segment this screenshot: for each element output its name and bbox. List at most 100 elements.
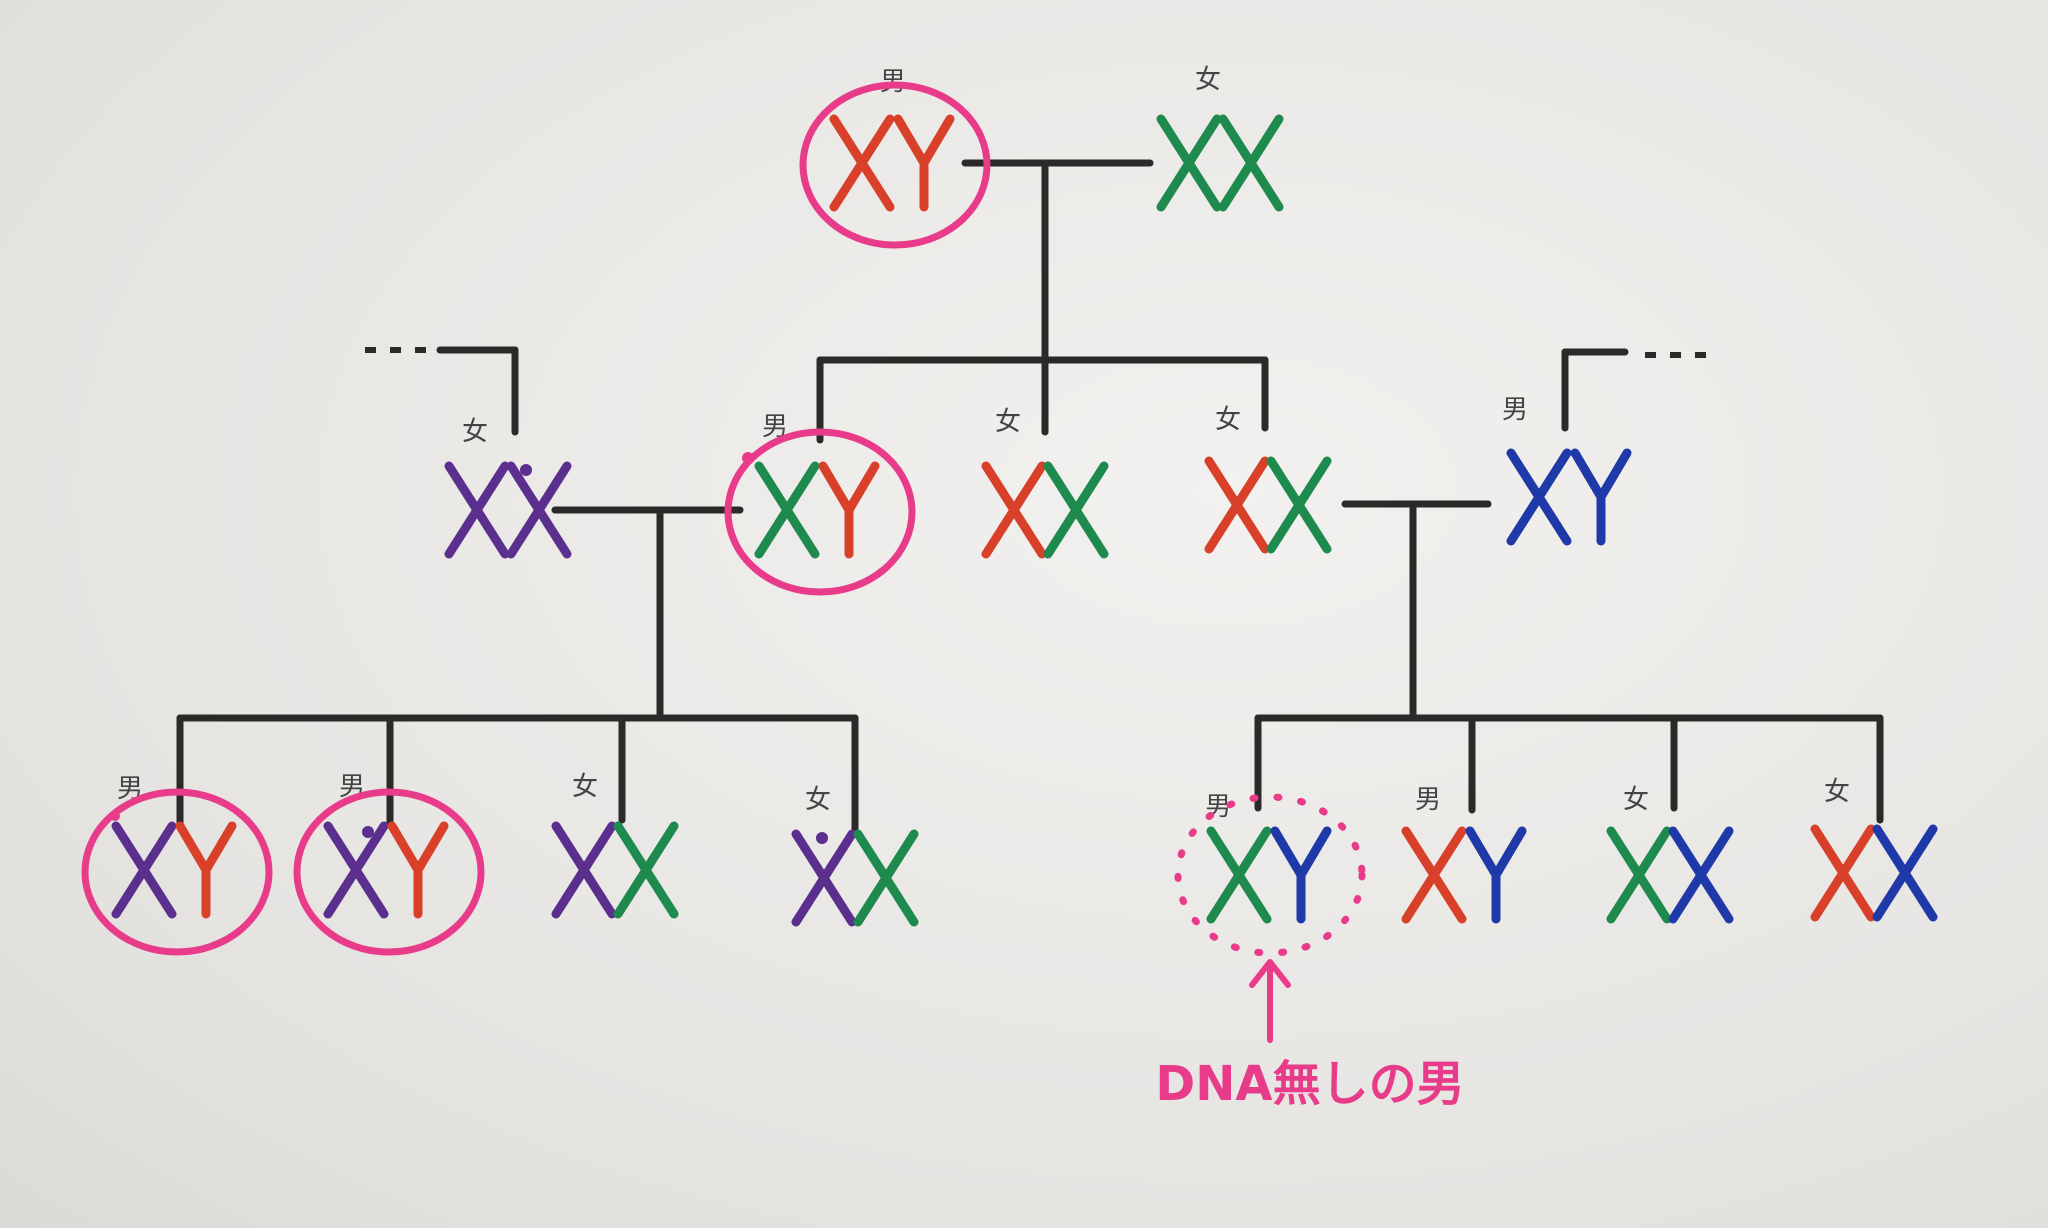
chromosome-x — [1206, 826, 1272, 924]
x-stroke — [791, 829, 857, 927]
chromosome-x — [1401, 826, 1467, 924]
chromosome-x — [754, 461, 820, 559]
x-stroke — [1606, 826, 1672, 924]
chromosome-y — [818, 461, 880, 559]
chromosome-x — [111, 821, 177, 919]
chromosome-x — [1043, 461, 1109, 559]
individual-gen2-spouse-left: 女 — [444, 417, 572, 559]
individual-gen3-right-son-1: 男 — [1174, 792, 1366, 957]
chromosome-x — [551, 821, 617, 919]
chromosome-x — [853, 829, 919, 927]
chromosome-x — [981, 461, 1047, 559]
continuation-dot — [1645, 352, 1656, 358]
x-stroke — [1401, 826, 1467, 924]
sex-label: 男 — [1415, 785, 1441, 815]
y-arms — [175, 821, 237, 875]
chromosome-x — [323, 821, 389, 919]
highlight-circle — [293, 788, 485, 956]
x-stroke — [981, 461, 1047, 559]
highlight-dotted-circle — [1174, 793, 1366, 957]
sex-label: 女 — [995, 407, 1021, 437]
chromosome-x — [1156, 114, 1222, 212]
chromosome-x — [1668, 826, 1734, 924]
y-arms — [1570, 448, 1632, 502]
sex-label: 男 — [1502, 395, 1528, 425]
individual-gen2-son: 男 — [724, 412, 916, 596]
individual-gen2-daughter-1: 女 — [981, 407, 1109, 559]
x-stroke — [1266, 456, 1332, 554]
connector-lines — [176, 159, 1884, 836]
x-stroke — [323, 821, 389, 919]
x-stroke — [444, 461, 510, 559]
x-stroke — [1156, 114, 1222, 212]
chromosome-x — [1266, 456, 1332, 554]
chromosome-y — [175, 821, 237, 919]
chromosome-x — [1204, 456, 1270, 554]
chromosome-dot — [816, 832, 828, 844]
x-stroke — [1506, 448, 1572, 546]
y-arms — [1270, 826, 1332, 880]
individual-gen2-spouse-right: 男 — [1502, 395, 1632, 546]
chromosome-x — [1606, 826, 1672, 924]
individual-gen1-father: 男 — [799, 67, 991, 249]
y-arms — [387, 821, 449, 875]
sex-label: 女 — [462, 417, 488, 447]
y-arms — [1465, 826, 1527, 880]
x-stroke — [1043, 461, 1109, 559]
x-stroke — [1206, 826, 1272, 924]
sex-label: 女 — [572, 772, 598, 802]
chromosome-x — [1218, 114, 1284, 212]
x-stroke — [111, 821, 177, 919]
x-stroke — [613, 821, 679, 919]
chromosome-x — [506, 461, 572, 559]
chromosome-y — [893, 114, 955, 212]
chromosome-y — [1570, 448, 1632, 546]
highlight-circle — [799, 81, 991, 249]
sex-label: 女 — [1215, 405, 1241, 435]
x-stroke — [1218, 114, 1284, 212]
individual-gen3-left-son-2: 男 — [293, 772, 485, 956]
callout-arrow — [1249, 959, 1291, 1043]
x-stroke — [1872, 824, 1938, 922]
marker-dot — [110, 811, 120, 821]
continuation-dot — [1670, 352, 1681, 358]
y-arms — [818, 461, 880, 515]
highlight-circle — [81, 788, 273, 956]
individual-gen3-right-daughter-1: 女 — [1606, 785, 1734, 924]
chromosome-y — [1270, 826, 1332, 924]
continuation-dot — [390, 347, 401, 353]
chromosome-x — [791, 829, 857, 927]
chromosome-x — [444, 461, 510, 559]
individual-gen3-right-daughter-2: 女 — [1810, 777, 1938, 922]
individual-gen3-left-son-1: 男 — [81, 774, 273, 956]
continuation-dot — [1695, 352, 1706, 358]
continuation-dot — [365, 347, 376, 353]
individual-gen3-left-daughter-2: 女 — [791, 785, 919, 927]
highlight-circle — [724, 428, 916, 596]
chromosome-x — [1872, 824, 1938, 922]
chromosome-x — [1506, 448, 1572, 546]
x-stroke — [1810, 824, 1876, 922]
individual-gen3-right-son-2: 男 — [1401, 785, 1527, 924]
continuation-dot — [415, 347, 426, 353]
individual-gen2-daughter-2: 女 — [1204, 405, 1332, 554]
x-stroke — [551, 821, 617, 919]
chromosome-x — [1810, 824, 1876, 922]
sex-label: 女 — [1195, 65, 1221, 95]
x-stroke — [829, 114, 895, 212]
individual-gen3-left-daughter-1: 女 — [551, 772, 679, 919]
y-arms — [893, 114, 955, 168]
sex-label: 女 — [1623, 785, 1649, 815]
x-stroke — [853, 829, 919, 927]
x-stroke — [1204, 456, 1270, 554]
marker-dot — [742, 452, 754, 464]
chromosome-x — [613, 821, 679, 919]
sex-label: 女 — [1824, 777, 1850, 807]
x-stroke — [754, 461, 820, 559]
chromosome-x — [829, 114, 895, 212]
arrow-head — [1249, 959, 1291, 988]
chromosome-y — [387, 821, 449, 919]
chromosome-y — [1465, 826, 1527, 924]
